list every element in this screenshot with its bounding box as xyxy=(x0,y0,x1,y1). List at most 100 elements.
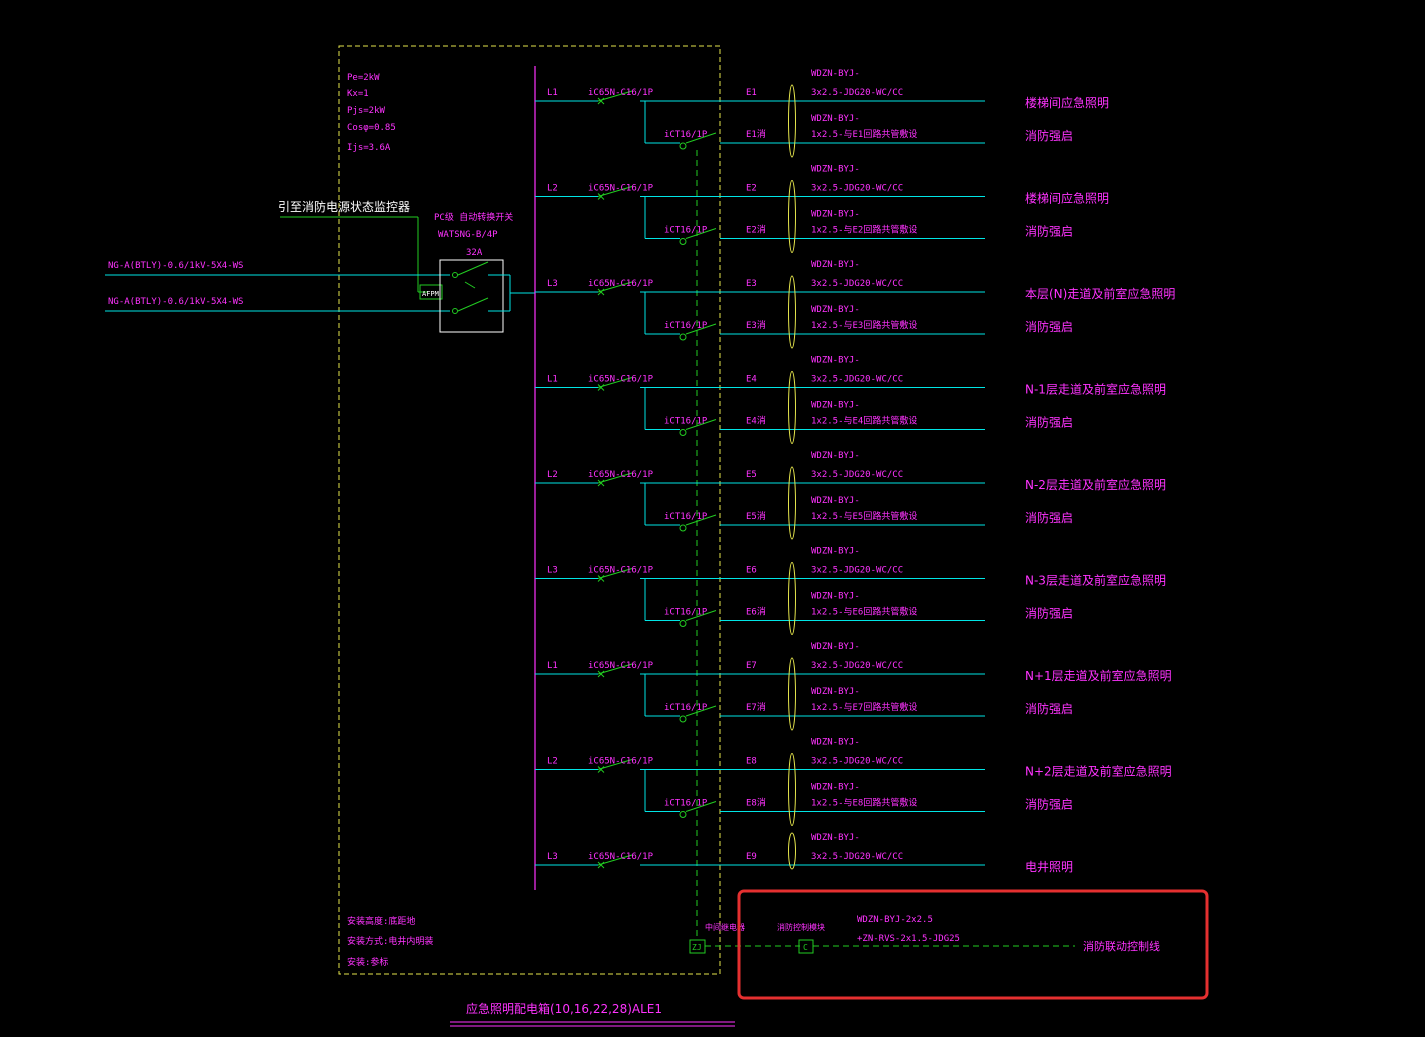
contactor-model: iCT16/1P xyxy=(664,799,708,809)
branch-cable-spec: 1x2.5-与E4回路共管敷设 xyxy=(811,415,917,427)
branch-cable-spec: 1x2.5-与E3回路共管敷设 xyxy=(811,319,917,331)
ats-line3: 32A xyxy=(466,248,483,258)
contactor-blade xyxy=(685,514,717,526)
branch-cable-spec: 1x2.5-与E8回路共管敷设 xyxy=(811,797,917,809)
contactor-model: iCT16/1P xyxy=(664,226,708,236)
contactor-model: iCT16/1P xyxy=(664,512,708,522)
branch-cable-type: WDZN-BYJ- xyxy=(811,687,860,697)
contactor-blade xyxy=(685,132,717,144)
panel-parameters: Pe=2kW Kx=1 Pjs=2kW Cosφ=0.85 Ijs=3.6A xyxy=(347,73,396,153)
cable-type: WDZN-BYJ- xyxy=(811,547,860,557)
branch-cable-spec: 1x2.5-与E1回路共管敷设 xyxy=(811,128,917,140)
circuit-id: E7 xyxy=(746,661,757,671)
afpm-label: AFPM xyxy=(422,290,439,298)
breaker-model: iC65N-C16/1P xyxy=(588,88,654,98)
circuit-phase: L1 xyxy=(547,88,558,98)
breaker-x-2 xyxy=(597,384,605,391)
branch-cable-type: WDZN-BYJ- xyxy=(811,114,860,124)
circuit-id: E2 xyxy=(746,184,757,194)
branch-load: 消防强启 xyxy=(1025,319,1073,334)
cable-type: WDZN-BYJ- xyxy=(811,451,860,461)
branch-id: E1消 xyxy=(746,128,766,140)
branch-cable-type: WDZN-BYJ- xyxy=(811,210,860,220)
panel-title: 应急照明配电箱(10,16,22,28)ALE1 xyxy=(466,1001,662,1016)
cable-bundle-ellipse xyxy=(788,275,796,349)
load-name: N+2层走道及前室应急照明 xyxy=(1025,764,1172,779)
control-cable-line2: +ZN-RVS-2x1.5-JDG25 xyxy=(857,934,960,944)
ats-blade-2 xyxy=(457,297,489,312)
cable-bundle-ellipse xyxy=(788,657,796,731)
circuit-phase: L1 xyxy=(547,375,558,385)
circuit-id: E8 xyxy=(746,757,757,767)
cable-type: WDZN-BYJ- xyxy=(811,738,860,748)
circuit-phase: L3 xyxy=(547,852,558,862)
branch-load: 消防强启 xyxy=(1025,415,1073,430)
contactor-coil xyxy=(679,811,687,818)
breaker-model: iC65N-C16/1P xyxy=(588,279,654,289)
breaker-model: iC65N-C16/1P xyxy=(588,184,654,194)
contactor-blade xyxy=(685,228,717,239)
contactor-coil xyxy=(679,429,687,436)
contactor-model: iCT16/1P xyxy=(664,417,708,427)
param-cos: Cosφ=0.85 xyxy=(347,123,396,133)
afpm-box xyxy=(419,284,443,300)
cable-spec: 3x2.5-JDG20-WC/CC xyxy=(811,279,903,289)
cable-spec: 3x2.5-JDG20-WC/CC xyxy=(811,470,903,480)
cable-bundle-ellipse xyxy=(788,371,796,444)
branch-load: 消防强启 xyxy=(1025,128,1073,143)
branch-cable-spec: 1x2.5-与E7回路共管敷设 xyxy=(811,701,917,713)
breaker-x-2 xyxy=(597,861,605,869)
cable-bundle-ellipse xyxy=(788,180,796,253)
contactor-coil xyxy=(679,620,687,627)
branch-id: E3消 xyxy=(746,319,766,331)
cable-bundle-ellipse xyxy=(788,753,796,826)
cable-spec: 3x2.5-JDG20-WC/CC xyxy=(811,375,903,385)
cable-spec: 3x2.5-JDG20-WC/CC xyxy=(811,88,903,98)
contactor-model: iCT16/1P xyxy=(664,703,708,713)
branch-id: E6消 xyxy=(746,606,766,618)
branch-cable-type: WDZN-BYJ- xyxy=(811,401,860,411)
breaker-x-2 xyxy=(597,575,605,582)
control-target: 消防联动控制线 xyxy=(1083,939,1160,953)
ats-line2: WATSNG-B/4P xyxy=(438,230,498,240)
zj-label: ZJ xyxy=(692,943,702,952)
contactor-coil xyxy=(679,524,687,532)
cable-spec: 3x2.5-JDG20-WC/CC xyxy=(811,566,903,576)
branch-cable-spec: 1x2.5-与E2回路共管敷设 xyxy=(811,224,917,236)
contactor-blade xyxy=(685,610,717,621)
param-pe: Pe=2kW xyxy=(347,73,380,83)
contactor-model: iCT16/1P xyxy=(664,608,708,618)
breaker-x-2 xyxy=(597,670,605,678)
branch-cable-spec: 1x2.5-与E6回路共管敷设 xyxy=(811,606,917,618)
panel-notes: 安装高度:底距地 安装方式:电井内明装 安装:参标 xyxy=(347,915,433,968)
monitor-label: 引至消防电源状态监控器 xyxy=(278,199,410,214)
breaker-model: iC65N-C16/1P xyxy=(588,375,654,385)
branch-load: 消防强启 xyxy=(1025,606,1073,621)
cable-type: WDZN-BYJ- xyxy=(811,69,860,79)
branch-id: E8消 xyxy=(746,797,766,809)
cable-type: WDZN-BYJ- xyxy=(811,356,860,366)
branch-id: E5消 xyxy=(746,510,766,522)
breaker-blade xyxy=(597,854,633,866)
breaker-x-2 xyxy=(597,766,605,773)
branch-cable-type: WDZN-BYJ- xyxy=(811,496,860,506)
breaker-x-2 xyxy=(597,288,605,296)
branch-id: E2消 xyxy=(746,224,766,236)
cable-spec: 3x2.5-JDG20-WC/CC xyxy=(811,757,903,767)
circuit-id: E5 xyxy=(746,470,757,480)
breaker-blade xyxy=(597,663,633,675)
contactor-coil xyxy=(679,715,687,723)
ats-box xyxy=(439,259,504,333)
ats-blade-1 xyxy=(457,261,489,276)
circuit-phase: L1 xyxy=(547,661,558,671)
load-name: N-1层走道及前室应急照明 xyxy=(1025,382,1166,397)
note-install-ref: 安装:参标 xyxy=(347,956,388,968)
param-pjs: Pjs=2kW xyxy=(347,106,386,116)
breaker-blade xyxy=(597,377,633,388)
branch-cable-type: WDZN-BYJ- xyxy=(811,592,860,602)
branch-cable-type: WDZN-BYJ- xyxy=(811,783,860,793)
feeder-2-label: NG-A(BTLY)-0.6/1kV-5X4-WS xyxy=(108,297,243,307)
breaker-blade xyxy=(597,759,633,770)
circuit-id: E6 xyxy=(746,566,757,576)
